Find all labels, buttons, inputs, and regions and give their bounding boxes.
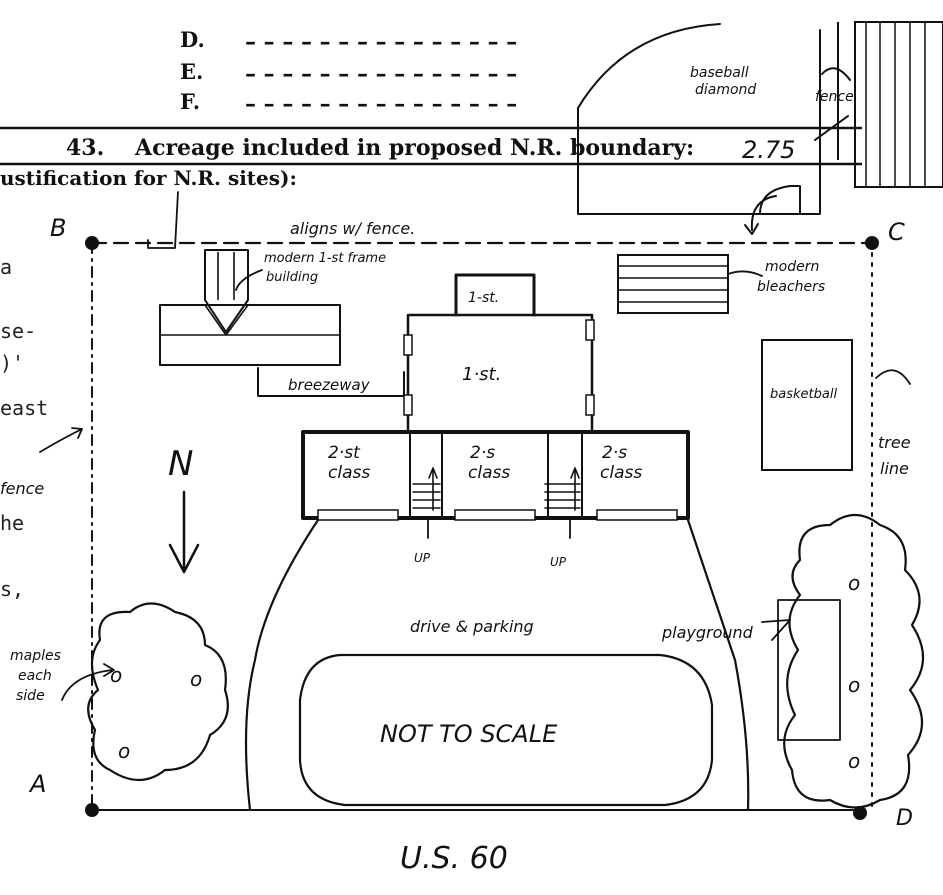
classroom-3-story: 2·s (602, 443, 627, 463)
classroom-1-label: class (328, 463, 370, 483)
corner-a-label: A (28, 770, 46, 798)
maple-right-trunk-1: o (848, 571, 860, 595)
baseball-label-2: diamond (695, 82, 756, 98)
bleachers-label-1: modern (765, 259, 819, 275)
tree-line-arrow (875, 369, 911, 385)
classroom-1-story: 2·st (328, 443, 361, 463)
justification-heading: ustification for N.R. sites): (0, 166, 297, 190)
classroom-2-story: 2·s (470, 443, 495, 463)
north-arrow: N (168, 444, 200, 574)
drive-left-edge (244, 518, 320, 812)
playground-arrow (761, 619, 791, 641)
corner-b-label: B (50, 214, 66, 242)
corner-d-marker (853, 806, 867, 820)
maple-trunk-2: o (190, 667, 202, 691)
fence-label-top: fence (815, 89, 854, 105)
corner-d-label: D (896, 806, 913, 831)
stair-2-up-label: UP (550, 555, 567, 569)
basketball-court (761, 339, 853, 471)
modern-frame-label-2: building (266, 270, 318, 285)
nr-boundary (90, 191, 873, 811)
basketball-label: basketball (770, 387, 837, 402)
question-number: 43. (66, 135, 104, 161)
fragment-4: east (0, 396, 48, 420)
tree-line-label-2: line (880, 459, 909, 478)
modern-frame-label-1: modern 1-st frame (264, 251, 386, 266)
fence-structure (814, 21, 943, 188)
baseball-diamond (577, 23, 821, 235)
fragment-6: s, (0, 577, 24, 601)
drive-right-edge (686, 518, 750, 812)
maples-arrow (61, 663, 115, 701)
classroom-1: 2·st class (328, 443, 370, 483)
modern-frame-building (159, 249, 341, 366)
fence-left-label: fence (0, 479, 44, 498)
maples-label-3: side (16, 688, 45, 704)
maple-right-trunk-3: o (848, 749, 860, 773)
playground-label: playground (661, 623, 754, 642)
maples-left-canopy (87, 602, 229, 782)
corner-c-marker (865, 236, 879, 250)
item-e-letter: E. (180, 59, 203, 84)
maple-trunk-1: o (110, 663, 122, 687)
road-label: U.S. 60 (400, 841, 508, 876)
school-building: 1-st. 1·st. (301, 273, 690, 539)
item-f-letter: F. (180, 89, 200, 114)
fragment-2: se- (0, 319, 36, 343)
aligns-with-fence-label: aligns w/ fence. (290, 219, 415, 238)
tree-line-label-1: tree (878, 433, 911, 452)
one-story-rear-label: 1-st. (468, 290, 499, 306)
fragment-5: he (0, 511, 24, 535)
drive-parking-label: drive & parking (410, 617, 534, 636)
not-to-scale-label: NOT TO SCALE (380, 720, 558, 748)
classroom-2-label: class (468, 463, 510, 483)
acreage-value: 2.75 (742, 136, 795, 164)
question-text: Acreage included in proposed N.R. bounda… (134, 135, 694, 161)
north-label: N (168, 444, 193, 484)
item-d-letter: D. (180, 27, 205, 52)
one-story-main-label: 1·st. (462, 364, 501, 385)
stair-1-up-label: UP (414, 551, 431, 565)
maples-label-2: each (18, 668, 52, 684)
item-d-blank: – – – – – – – – – – – – – – – (245, 29, 517, 55)
maples-right-canopy (783, 513, 925, 809)
fence-left-arrow (39, 427, 83, 453)
corner-c-label: C (888, 218, 905, 246)
classroom-3: 2·s class (600, 443, 642, 483)
playground-outline (777, 599, 841, 741)
maple-right-trunk-2: o (848, 673, 860, 697)
breezeway-label: breezeway (288, 376, 371, 394)
modern-bleachers (617, 254, 763, 314)
item-f-blank: – – – – – – – – – – – – – – – (245, 91, 517, 117)
maples-label-1: maples (10, 648, 61, 664)
fragment-3: )' (0, 351, 24, 375)
corner-b-marker (85, 236, 99, 250)
classroom-2: 2·s class (468, 443, 510, 483)
bleachers-label-2: bleachers (757, 279, 825, 295)
left-text-fragments: a se- )' east he s, (0, 255, 48, 601)
maple-trunk-3: o (118, 739, 130, 763)
parking-island (298, 653, 714, 807)
corner-a-marker (85, 803, 99, 817)
classroom-3-label: class (600, 463, 642, 483)
baseball-label-1: baseball (690, 65, 749, 81)
fragment-1: a (0, 255, 12, 279)
breezeway-outline (257, 367, 405, 397)
item-e-blank: – – – – – – – – – – – – – – – (245, 61, 517, 87)
form-items: D. E. F. – – – – – – – – – – – – – – – –… (180, 27, 517, 117)
